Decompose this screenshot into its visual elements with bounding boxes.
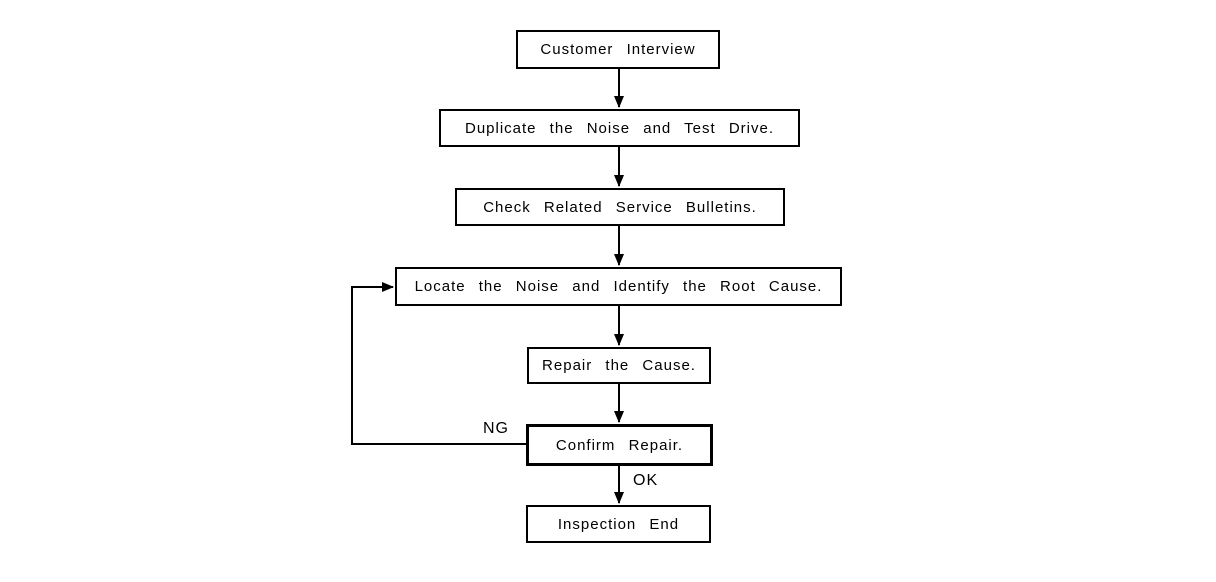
flow-node-label: Duplicate the Noise and Test Drive. bbox=[464, 119, 774, 137]
flow-node-label: Confirm Repair. bbox=[555, 436, 684, 454]
edge-label-ng: NG bbox=[483, 420, 509, 437]
flow-node-confirm-repair: Confirm Repair. bbox=[526, 424, 713, 466]
flow-node-repair-cause: Repair the Cause. bbox=[527, 347, 711, 384]
flow-node-label: Check Related Service Bulletins. bbox=[483, 198, 757, 216]
edge-label-ok: OK bbox=[633, 472, 659, 489]
flow-node-duplicate-noise: Duplicate the Noise and Test Drive. bbox=[439, 109, 800, 147]
flow-node-locate-root-cause: Locate the Noise and Identify the Root C… bbox=[395, 267, 842, 306]
flow-node-label: Customer Interview bbox=[540, 41, 696, 58]
flow-node-label: Repair the Cause. bbox=[542, 357, 696, 374]
arrow-ng-feedback-loop bbox=[351, 282, 526, 445]
flow-node-inspection-end: Inspection End bbox=[526, 505, 711, 543]
flow-node-check-bulletins: Check Related Service Bulletins. bbox=[455, 188, 785, 226]
flow-node-label: Inspection End bbox=[557, 515, 680, 533]
flow-node-label: Locate the Noise and Identify the Root C… bbox=[414, 278, 823, 295]
flow-node-customer-interview: Customer Interview bbox=[516, 30, 720, 69]
